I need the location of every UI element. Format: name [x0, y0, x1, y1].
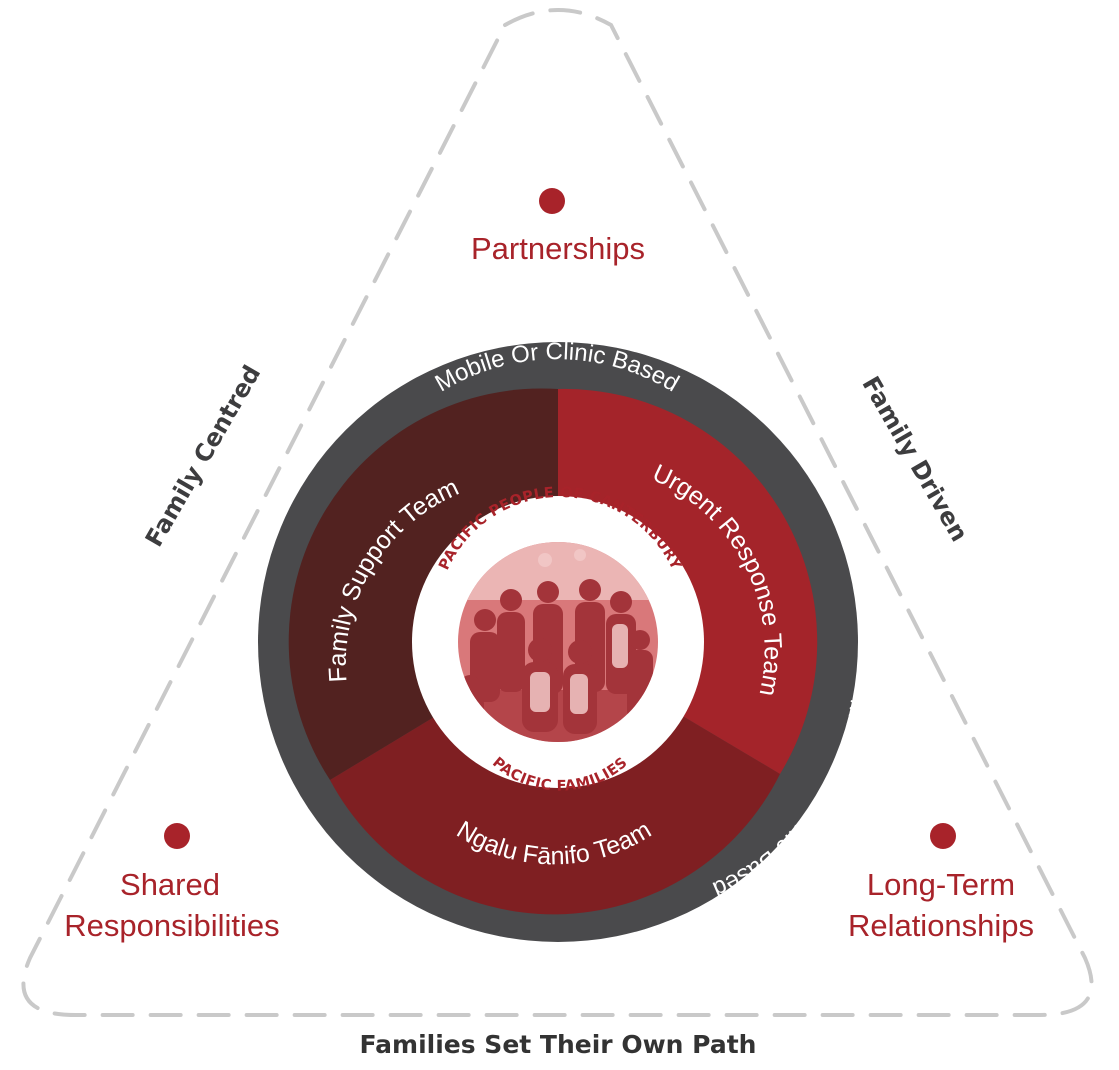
partnerships-dot	[539, 188, 565, 214]
long-term-relationships-label-line1: Long-Term	[867, 867, 1015, 902]
family-centred-label: Family Centred	[140, 360, 266, 551]
long-term-relationships-dot	[930, 823, 956, 849]
triangle-outline	[21, 8, 1094, 1017]
shared-responsibilities-label-line2: Responsibilities	[64, 908, 279, 943]
shared-responsibilities-dot	[164, 823, 190, 849]
families-set-path-label: Families Set Their Own Path	[360, 1030, 757, 1059]
long-term-relationships-label-line2: Relationships	[848, 908, 1034, 943]
shared-responsibilities-label-line1: Shared	[120, 867, 220, 902]
family-driven-label: Family Driven	[856, 372, 973, 547]
partnerships-label: Partnerships	[471, 231, 645, 266]
